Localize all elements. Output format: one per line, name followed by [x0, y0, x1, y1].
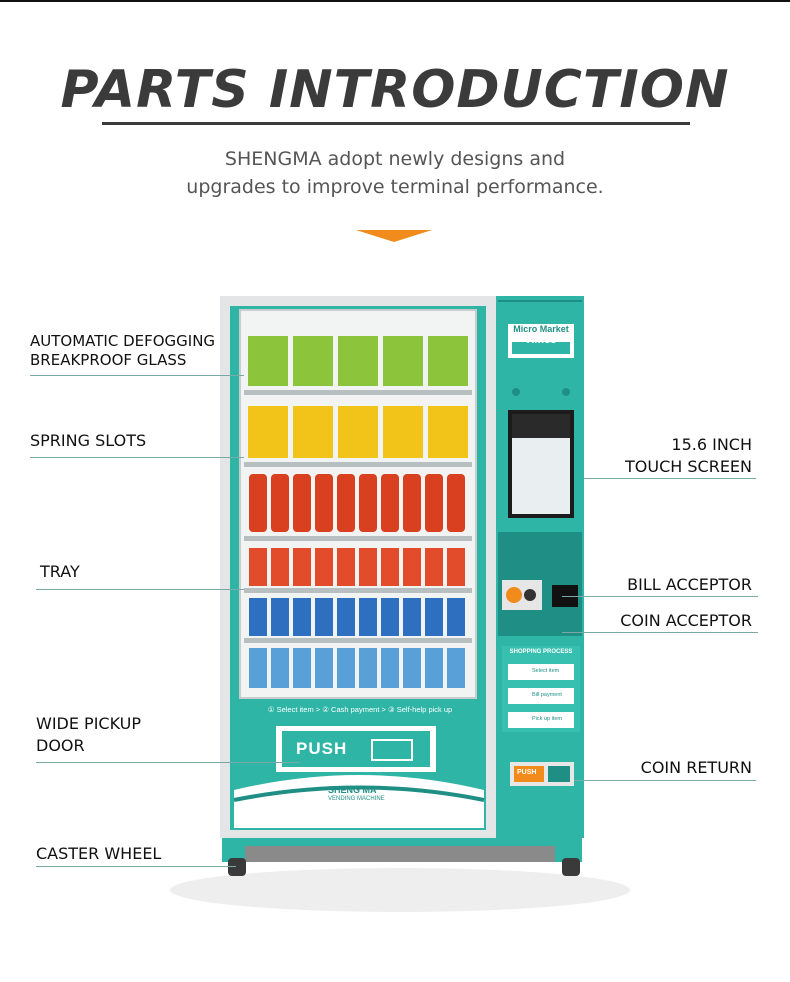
- label-pickup-line2: DOOR: [36, 736, 85, 755]
- brand-logo: Micro Market Times: [508, 324, 574, 346]
- label-bill-acceptor: BILL ACCEPTOR: [627, 575, 752, 594]
- company-sub: VENDING MACHINE: [328, 796, 385, 802]
- label-coin-return: COIN RETURN: [640, 758, 752, 777]
- label-touch-screen: 15.6 INCH TOUCH SCREEN: [610, 434, 752, 478]
- label-touch-line1: 15.6 INCH: [671, 435, 752, 454]
- company-logo: SHENG MA VENDING MACHINE: [328, 786, 448, 804]
- label-defogging-line1: AUTOMATIC DEFOGGING: [30, 332, 216, 350]
- subtitle: SHENGMA adopt newly designs and upgrades…: [0, 145, 790, 201]
- shelf-row-3: [244, 474, 472, 541]
- label-touch-line2: TOUCH SCREEN: [625, 457, 752, 476]
- leader-spring-slots: [30, 457, 244, 458]
- label-pickup-door: WIDE PICKUP DOOR: [36, 713, 141, 757]
- leader-pickup-door: [36, 762, 300, 763]
- shopping-step-1: Select item: [532, 668, 560, 674]
- top-border-line: [0, 0, 790, 2]
- label-defogging-line2: BREAKPROOF GLASS: [30, 351, 187, 369]
- leader-tray: [36, 589, 244, 590]
- company-name: SHENG MA: [328, 785, 377, 795]
- page-title: PARTS INTRODUCTION: [60, 60, 730, 120]
- brand-logo-line2: Times: [525, 334, 557, 346]
- down-arrow-icon: [356, 230, 432, 242]
- push-button-label: PUSH: [296, 739, 348, 758]
- shopping-step-3: Pick up item: [532, 716, 562, 722]
- leader-coin-return: [574, 780, 756, 781]
- label-tray: TRAY: [40, 562, 80, 581]
- label-pickup-line1: WIDE PICKUP: [36, 714, 142, 733]
- leader-caster-wheel: [36, 866, 236, 867]
- shelf-row-2: [244, 406, 472, 467]
- shelf-row-6: [249, 648, 465, 688]
- purchase-steps: ① Select item > ② Cash payment > ③ Self-…: [267, 705, 453, 714]
- label-spring-slots: SPRING SLOTS: [30, 431, 147, 450]
- shelf-row-1: [244, 336, 472, 395]
- shopping-process-title: SHOPPING PROCESS: [509, 649, 573, 655]
- brand-logo-line1: Micro Market: [513, 324, 569, 334]
- shelf-row-4: [244, 548, 472, 593]
- label-defogging-glass: AUTOMATIC DEFOGGING BREAKPROOF GLASS: [30, 332, 215, 370]
- shopping-step-2: Bill payment: [532, 692, 562, 698]
- label-caster-wheel: CASTER WHEEL: [36, 844, 162, 863]
- leader-coin-acceptor: [562, 632, 758, 633]
- leader-touch-screen: [584, 478, 756, 479]
- title-underline: [102, 122, 690, 125]
- leader-bill-acceptor: [562, 596, 758, 597]
- subtitle-line-1: SHENGMA adopt newly designs and: [224, 148, 566, 170]
- subtitle-line-2: upgrades to improve terminal performance…: [186, 176, 604, 198]
- leader-defogging-glass: [30, 375, 244, 376]
- label-coin-acceptor: COIN ACCEPTOR: [620, 611, 752, 630]
- shelf-row-5: [244, 598, 472, 643]
- coin-return-push-label: PUSH: [517, 769, 537, 776]
